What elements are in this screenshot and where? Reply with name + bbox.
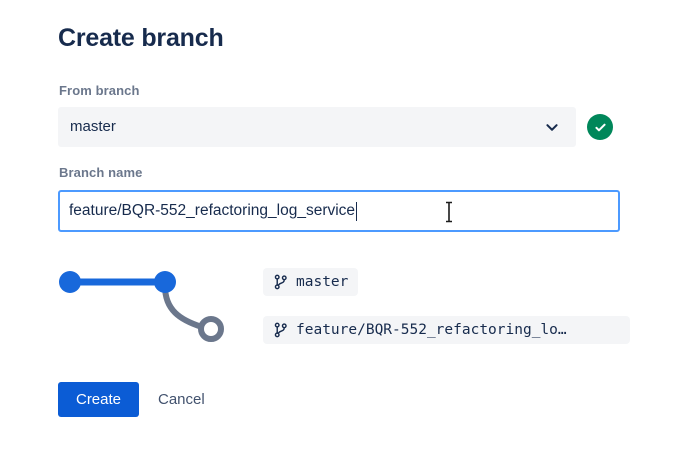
from-branch-row: master [58, 107, 614, 147]
branch-name-input[interactable]: feature/BQR-552_refactoring_log_service [58, 190, 620, 232]
branch-graph [52, 258, 232, 354]
check-circle-icon [587, 114, 613, 140]
cancel-button[interactable]: Cancel [152, 382, 211, 417]
branch-name-label: Branch name [59, 165, 143, 180]
branch-pill-feature: feature/BQR-552_refactoring_lo… [263, 316, 630, 344]
git-branch-icon [273, 274, 288, 290]
page-title: Create branch [58, 24, 224, 52]
chevron-down-icon[interactable] [541, 116, 563, 138]
branch-name-input-value: feature/BQR-552_refactoring_log_service [69, 202, 356, 219]
mouse-cursor-ibeam [444, 201, 454, 223]
create-button[interactable]: Create [58, 382, 139, 417]
branch-pill-master: master [263, 268, 359, 296]
from-branch-label: From branch [59, 83, 140, 98]
text-caret [356, 201, 358, 221]
branch-pill-feature-text: feature/BQR-552_refactoring_lo… [296, 322, 567, 338]
git-branch-icon [273, 322, 288, 338]
from-branch-selected-value: master [70, 118, 116, 135]
branch-pill-master-text: master [296, 274, 349, 290]
from-branch-select[interactable]: master [58, 107, 576, 147]
